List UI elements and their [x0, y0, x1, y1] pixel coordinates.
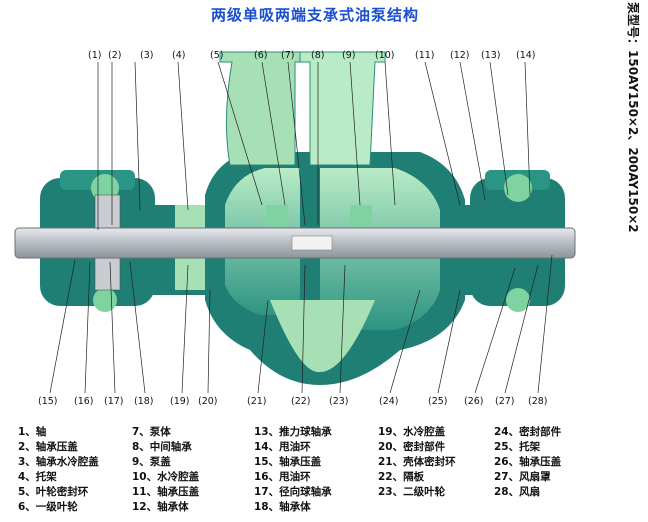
legend-item: 5、叶轮密封环: [18, 486, 89, 498]
diagram-title: 两级单吸两端支承式油泵结构: [210, 6, 419, 24]
legend-item: 4、托架: [18, 471, 57, 483]
legend-item: 9、泵盖: [132, 456, 171, 468]
legend-item: 14、甩油环: [254, 441, 311, 453]
legend-item: 27、风扇罩: [494, 471, 551, 483]
pump-casing: [205, 152, 465, 385]
legend-item: 20、密封部件: [378, 441, 446, 453]
callout-6: (6): [254, 50, 267, 61]
pump-cross-section: (1) (2) (3) (4) (5) (6) (7) (8) (9) (10)…: [14, 50, 576, 407]
callout-17: (17): [104, 396, 124, 407]
legend-item: 22、隔板: [378, 471, 425, 483]
callout-23: (23): [329, 396, 349, 407]
callout-21: (21): [247, 396, 267, 407]
top-callout-labels: (1) (2) (3) (4) (5) (6) (7) (8) (9) (10)…: [88, 50, 536, 61]
callout-7: (7): [281, 50, 294, 61]
callout-13: (13): [481, 50, 501, 61]
callout-4: (4): [172, 50, 185, 61]
legend-item: 13、推力球轴承: [254, 426, 332, 438]
legend-item: 3、轴承水冷腔盖: [18, 456, 99, 468]
callout-9: (9): [342, 50, 355, 61]
second-stage-impeller: [350, 205, 372, 225]
callout-22: (22): [291, 396, 311, 407]
bottom-callout-labels: (15) (16) (17) (18) (19) (20) (21) (22) …: [38, 396, 548, 407]
callout-10: (10): [375, 50, 395, 61]
callout-19: (19): [170, 396, 190, 407]
callout-8: (8): [311, 50, 324, 61]
callout-15: (15): [38, 396, 58, 407]
legend-item: 21、壳体密封环: [378, 456, 456, 468]
callout-27: (27): [495, 396, 515, 407]
legend-item: 25、托架: [494, 441, 541, 453]
legend-item: 19、水冷腔盖: [378, 426, 446, 438]
legend-item: 28、风扇: [494, 486, 541, 498]
callout-12: (12): [450, 50, 470, 61]
top-callouts: [97, 61, 531, 230]
legend-item: 16、甩油环: [254, 471, 311, 483]
callout-2: (2): [108, 50, 121, 61]
legend-item: 10、水冷腔盖: [132, 471, 200, 483]
legend-item: 2、轴承压盖: [18, 441, 78, 453]
callout-24: (24): [379, 396, 399, 407]
shaft-keyway: [291, 235, 333, 251]
callout-14: (14): [516, 50, 536, 61]
legend-item: 15、轴承压盖: [254, 456, 322, 468]
callout-20: (20): [198, 396, 218, 407]
callout-16: (16): [74, 396, 94, 407]
legend-item: 8、中间轴承: [132, 441, 192, 453]
parts-legend: 1、轴 2、轴承压盖 3、轴承水冷腔盖 4、托架 5、叶轮密封环 6、一级叶轮 …: [18, 424, 608, 519]
callout-18: (18): [134, 396, 154, 407]
callout-3: (3): [140, 50, 153, 61]
legend-item: 26、轴承压盖: [494, 456, 562, 468]
callout-11: (11): [415, 50, 435, 61]
legend-item: 23、二级叶轮: [378, 486, 446, 498]
legend-item: 6、一级叶轮: [18, 501, 78, 513]
legend-item: 18、轴承体: [254, 501, 311, 513]
callout-26: (26): [464, 396, 484, 407]
legend-item: 12、轴承体: [132, 501, 189, 513]
legend-item: 24、密封部件: [494, 426, 562, 438]
pump-model-text: 泵型号：150AY150×2、200AY150×2: [626, 2, 640, 233]
first-stage-impeller: [266, 205, 288, 225]
legend-item: 17、径向球轴承: [254, 486, 332, 498]
legend-item: 7、泵体: [132, 426, 171, 438]
callout-25: (25): [428, 396, 448, 407]
callout-28: (28): [528, 396, 548, 407]
legend-item: 11、轴承压盖: [132, 486, 200, 498]
legend-item: 1、轴: [18, 426, 47, 438]
callout-5: (5): [210, 50, 223, 61]
callout-1: (1): [88, 50, 101, 61]
bottom-callouts: [49, 254, 553, 394]
pump-model-label: 泵型号：150AY150×2、200AY150×2: [612, 2, 646, 362]
